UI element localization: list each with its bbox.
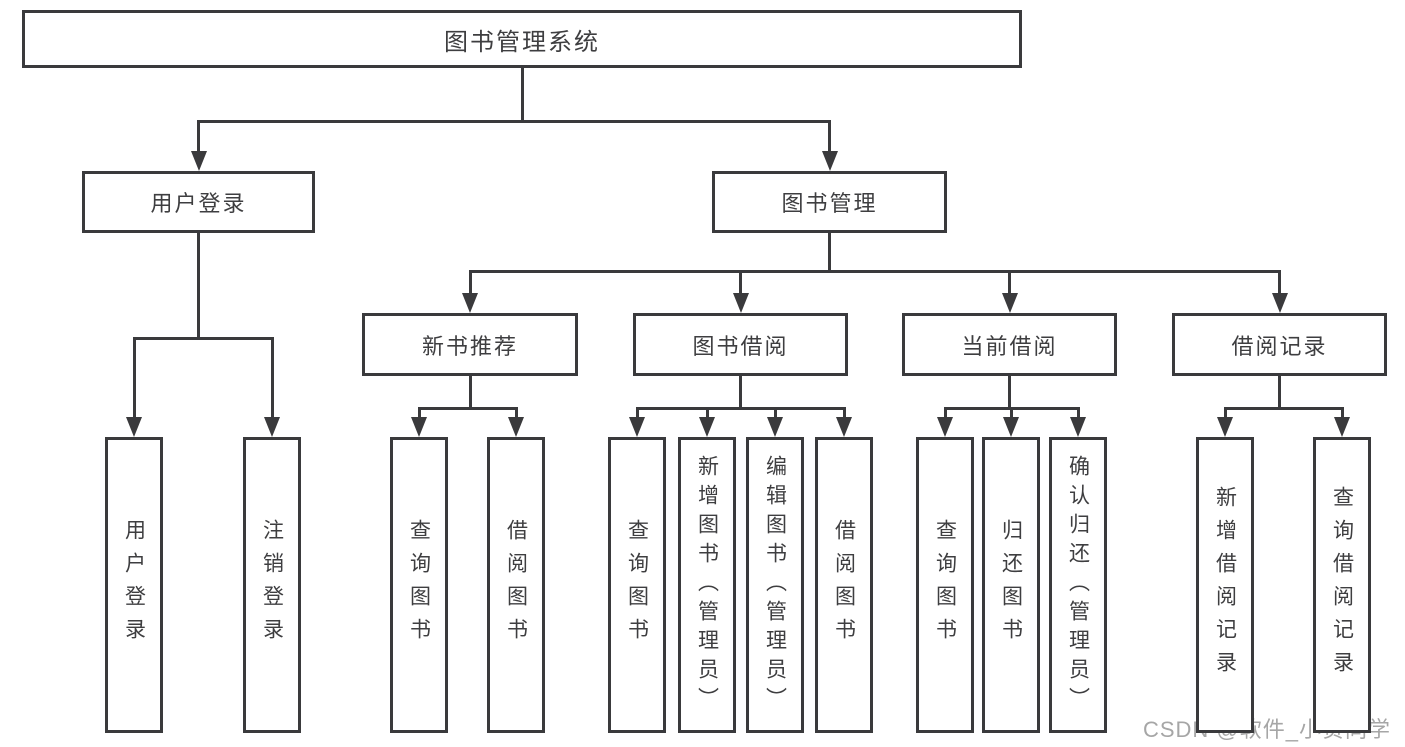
connector-drop-book-borrow [739,270,742,295]
node-leaf-borrow-books: 借阅图书 [815,437,873,733]
connector-split-root [197,120,831,123]
node-leaf-add-borrow-record: 新增借阅记录 [1196,437,1254,733]
connector-drop-user-login [197,120,200,153]
node-leaf-query-borrow-record: 查询借阅记录 [1313,437,1371,733]
node-label-leaf-user-login: 用户登录 [122,519,146,651]
node-root: 图书管理系统 [22,10,1022,68]
connector-split-book-borrow [635,407,846,410]
connector-drop-leaf-query-books-borrow [635,407,639,419]
node-label-borrow-record: 借阅记录 [1231,333,1328,359]
node-label-leaf-edit-books-admin: 编辑图书（管理员） [763,454,787,716]
connector-drop-leaf-query-borrow-record [1340,407,1344,419]
arrowhead-current-borrow [1001,293,1018,313]
node-label-leaf-query-books-borrow: 查询图书 [625,519,649,651]
node-label-book-borrow: 图书借阅 [692,333,789,359]
node-label-root: 图书管理系统 [444,28,600,56]
arrowhead-user-login [190,151,207,171]
connector-stem-book-management [828,233,831,273]
connector-drop-leaf-return-books [1009,407,1013,419]
connector-drop-leaf-borrow-books-recommend [514,407,518,419]
node-leaf-return-books: 归还图书 [982,437,1040,733]
node-label-leaf-borrow-books-recommend: 借阅图书 [504,519,528,651]
arrowhead-leaf-return-books [1003,417,1019,437]
arrowhead-new-book-recommend [462,293,478,313]
node-current-borrow: 当前借阅 [902,313,1117,376]
node-label-leaf-query-books-current: 查询图书 [933,519,957,651]
arrowhead-leaf-query-books-recommend [411,417,427,437]
arrowhead-leaf-logout [264,417,280,437]
connector-drop-borrow-record [1278,270,1281,295]
node-leaf-query-books-recommend: 查询图书 [390,437,448,733]
connector-drop-leaf-borrow-books [842,407,846,419]
connector-drop-leaf-add-books-admin [705,407,709,419]
node-leaf-confirm-return-admin: 确认归还（管理员） [1049,437,1107,733]
connector-stem-new-book-recommend [468,376,472,410]
node-leaf-query-books-borrow: 查询图书 [608,437,666,733]
node-leaf-user-login: 用户登录 [105,437,163,733]
connector-drop-leaf-confirm-return-admin [1076,407,1080,419]
node-book-borrow: 图书借阅 [633,313,848,376]
node-label-book-management: 图书管理 [781,191,878,216]
node-label-leaf-logout: 注销登录 [260,519,284,651]
arrowhead-leaf-query-borrow-record [1334,417,1350,437]
connector-drop-leaf-add-borrow-record [1223,407,1227,419]
connector-drop-leaf-edit-books-admin [773,407,777,419]
connector-split-new-book-recommend [417,407,518,410]
connector-drop-leaf-query-books-recommend [417,407,421,419]
arrowhead-leaf-query-books-borrow [629,417,645,437]
node-label-new-book-recommend: 新书推荐 [421,333,518,359]
arrowhead-leaf-add-borrow-record [1217,417,1233,437]
arrowhead-book-management [821,151,838,171]
connector-stem-current-borrow [1008,376,1011,410]
node-label-current-borrow: 当前借阅 [961,333,1058,359]
connector-drop-current-borrow [1008,270,1011,295]
arrowhead-book-borrow [732,293,749,313]
connector-drop-book-management [828,120,831,153]
connector-split-book-management [468,270,1281,273]
arrowhead-leaf-edit-books-admin [767,417,783,437]
node-label-leaf-return-books: 归还图书 [999,519,1023,651]
node-label-leaf-confirm-return-admin: 确认归还（管理员） [1066,454,1090,716]
node-label-user-login: 用户登录 [150,191,247,216]
node-new-book-recommend: 新书推荐 [362,313,578,376]
connector-drop-leaf-logout [270,337,274,419]
arrowhead-leaf-borrow-books-recommend [508,417,524,437]
connector-drop-leaf-query-books-current [943,407,947,419]
connector-stem-borrow-record [1278,376,1281,410]
node-label-leaf-query-books-recommend: 查询图书 [407,519,431,651]
node-leaf-edit-books-admin: 编辑图书（管理员） [746,437,804,733]
node-label-leaf-add-books-admin: 新增图书（管理员） [695,454,719,716]
connector-stem-book-borrow [739,376,742,410]
connector-drop-new-book-recommend [468,270,472,295]
connector-split-user-login [132,337,274,340]
node-borrow-record: 借阅记录 [1172,313,1387,376]
node-leaf-query-books-current: 查询图书 [916,437,974,733]
connector-split-borrow-record [1223,407,1344,410]
node-leaf-logout: 注销登录 [243,437,301,733]
arrowhead-borrow-record [1271,293,1288,313]
node-label-leaf-query-borrow-record: 查询借阅记录 [1330,486,1354,684]
connector-stem-root [520,68,524,123]
node-label-leaf-add-borrow-record: 新增借阅记录 [1213,486,1237,684]
arrowhead-leaf-borrow-books [836,417,852,437]
arrowhead-leaf-add-books-admin [699,417,715,437]
node-leaf-add-books-admin: 新增图书（管理员） [678,437,736,733]
arrowhead-leaf-query-books-current [937,417,953,437]
arrowhead-leaf-user-login [126,417,142,437]
node-book-management: 图书管理 [712,171,947,233]
arrowhead-leaf-confirm-return-admin [1070,417,1086,437]
node-label-leaf-borrow-books: 借阅图书 [832,519,856,651]
connector-drop-leaf-user-login [132,337,136,419]
node-user-login: 用户登录 [82,171,315,233]
connector-stem-user-login [197,233,200,340]
node-leaf-borrow-books-recommend: 借阅图书 [487,437,545,733]
